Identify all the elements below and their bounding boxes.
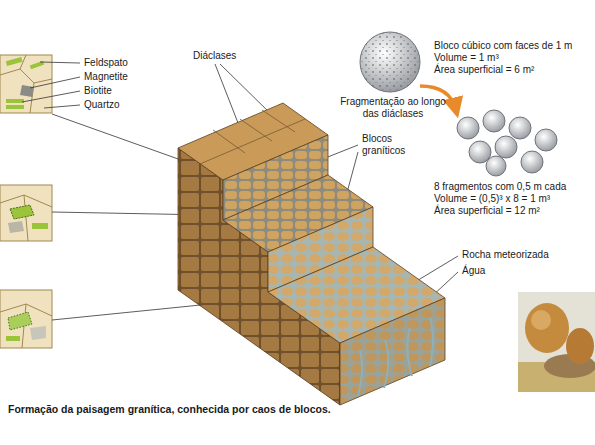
- mineral-inset: [0, 185, 52, 241]
- altered-feldspar: [10, 205, 34, 219]
- magnetite-grain: [8, 221, 24, 233]
- magnetite-grain: [20, 85, 34, 97]
- text-label: Volume = 1 m³: [434, 52, 499, 64]
- figure-caption: Formação da paisagem granítica, conhecid…: [8, 403, 331, 415]
- text-label: Biotite: [84, 85, 112, 97]
- text-label: Água: [462, 265, 485, 277]
- fragment: [509, 117, 531, 139]
- biotite-grain: [6, 336, 20, 341]
- block-end-face: [340, 298, 445, 405]
- leader-line: [52, 114, 195, 165]
- boulder: [525, 303, 569, 353]
- mineral-inset: [0, 55, 52, 113]
- biotite-grain: [6, 99, 24, 103]
- text-label: Feldspato: [84, 57, 128, 69]
- boulder-highlight: [531, 310, 551, 330]
- biotite-grain: [6, 105, 24, 109]
- leader-line: [44, 105, 80, 108]
- granite-block: [178, 103, 445, 405]
- text-label: Diáclases: [193, 50, 236, 62]
- text-label: Rocha meteorizada: [462, 249, 549, 261]
- photo-sky: [518, 292, 595, 392]
- text-label: Quartzo: [84, 99, 120, 111]
- text-label: Área superficial = 6 m²: [434, 64, 534, 76]
- mineral-inset: [0, 290, 52, 348]
- fragment: [486, 156, 506, 176]
- water-vein: [358, 318, 433, 396]
- text-label: Área superficial = 12 m²: [434, 205, 540, 217]
- leader-line: [30, 77, 80, 88]
- text-label: Bloco cúbico com faces de 1 m: [434, 40, 572, 52]
- leader-line: [40, 62, 80, 63]
- grain-boundary: [0, 55, 52, 113]
- text-label: Magnetite: [84, 71, 128, 83]
- grain-boundary: [0, 304, 52, 348]
- sphere-texture: [360, 32, 420, 92]
- fragment: [535, 129, 557, 151]
- leader-line: [215, 64, 240, 128]
- weathered-feldspar: [8, 312, 32, 330]
- fragment: [483, 110, 505, 132]
- biotite-grain: [32, 223, 48, 229]
- fragment: [495, 136, 517, 158]
- inset-ground: [0, 185, 52, 241]
- fragment: [521, 151, 543, 173]
- boulder-photo: [518, 292, 595, 392]
- fragment: [457, 117, 479, 139]
- granite-cube-sphere: [360, 32, 420, 92]
- text-label: Volume = (0,5)³ x 8 = 1 m³: [434, 193, 550, 205]
- grain-boundary: [0, 195, 52, 241]
- text-label: Fragmentação ao longo das diáclases: [340, 96, 446, 120]
- clay-patch: [30, 326, 46, 340]
- feldspar-grain: [6, 57, 23, 66]
- boulder: [566, 328, 594, 364]
- leader-line: [22, 91, 80, 102]
- inset-ground: [0, 55, 52, 113]
- text-label: 8 fragmentos com 0,5 m cada: [434, 181, 566, 193]
- face-shade: [340, 298, 445, 405]
- text-label: Blocos graníticos: [362, 133, 424, 157]
- fragment-spheres: [457, 110, 557, 176]
- inset-ground: [0, 290, 52, 348]
